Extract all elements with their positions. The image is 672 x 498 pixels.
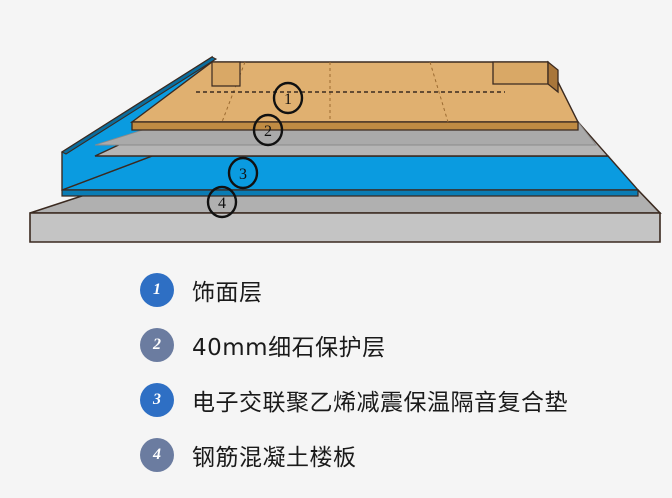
callout-1-ring bbox=[272, 81, 304, 115]
mat-upturn-top-edge bbox=[60, 56, 218, 155]
callout-3-number: 3 bbox=[239, 166, 247, 183]
callout-4-number: 4 bbox=[218, 195, 226, 212]
mat-top-face bbox=[61, 155, 640, 191]
callout-3: 3 bbox=[227, 156, 259, 190]
legend-label-2: 40mm细石保护层 bbox=[192, 334, 386, 361]
callout-2-ring bbox=[252, 113, 284, 147]
legend: 1 饰面层 2 40mm细石保护层 3 电子交联聚乙烯减震保温隔音复合垫 4 钢… bbox=[0, 256, 672, 498]
legend-item-2: 2 40mm细石保护层 bbox=[140, 317, 672, 372]
callout-1: 1 bbox=[272, 81, 304, 115]
callout-4: 4 bbox=[206, 185, 238, 219]
diagram-canvas: 1 2 3 4 bbox=[29, 55, 662, 243]
legend-badge-3: 3 bbox=[140, 382, 174, 417]
legend-label-1: 饰面层 bbox=[192, 279, 263, 306]
legend-badge-2: 2 bbox=[140, 327, 174, 362]
legend-badge-1: 1 bbox=[140, 272, 174, 307]
plank-joint-line bbox=[429, 61, 449, 123]
callout-1-number: 1 bbox=[284, 91, 292, 108]
callout-2: 2 bbox=[252, 113, 284, 147]
mat-front-edge bbox=[61, 189, 639, 197]
legend-item-1: 1 饰面层 bbox=[140, 262, 672, 317]
layer-slab bbox=[29, 189, 662, 243]
legend-label-3: 电子交联聚乙烯减震保温隔音复合垫 bbox=[192, 389, 568, 416]
legend-item-3: 3 电子交联聚乙烯减震保温隔音复合垫 bbox=[140, 372, 672, 427]
finish-front-edge bbox=[131, 121, 579, 131]
finish-right-rim-side bbox=[547, 60, 559, 94]
legend-item-4: 4 钢筋混凝土楼板 bbox=[140, 427, 672, 482]
legend-label-4: 钢筋混凝土楼板 bbox=[192, 444, 357, 471]
callout-4-ring bbox=[206, 185, 238, 219]
legend-badge-4: 4 bbox=[140, 437, 174, 472]
layer-finish bbox=[129, 60, 580, 131]
finish-right-rim bbox=[492, 61, 549, 85]
finish-left-rim bbox=[211, 61, 241, 87]
callout-3-ring bbox=[227, 156, 259, 190]
floor-buildup-diagram: 1 2 3 4 bbox=[29, 55, 662, 243]
callout-group: 1 2 3 4 bbox=[206, 81, 304, 219]
callout-2-number: 2 bbox=[264, 123, 272, 140]
slab-front-face bbox=[29, 212, 661, 243]
